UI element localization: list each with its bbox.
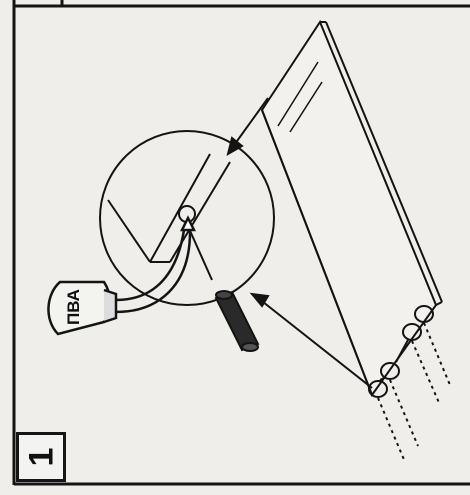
dowel-holes (368, 305, 434, 398)
step-number-box: 1 (16, 432, 66, 482)
dowel-icon (214, 290, 260, 352)
page-border (12, 0, 470, 486)
panel-icon (260, 19, 443, 398)
arrow-icon (226, 97, 373, 389)
step-number: 1 (21, 447, 60, 467)
glue-bottle-label: ПВА (64, 289, 83, 325)
glue-bottle-icon (47, 215, 197, 336)
dotted-guides (377, 322, 451, 463)
